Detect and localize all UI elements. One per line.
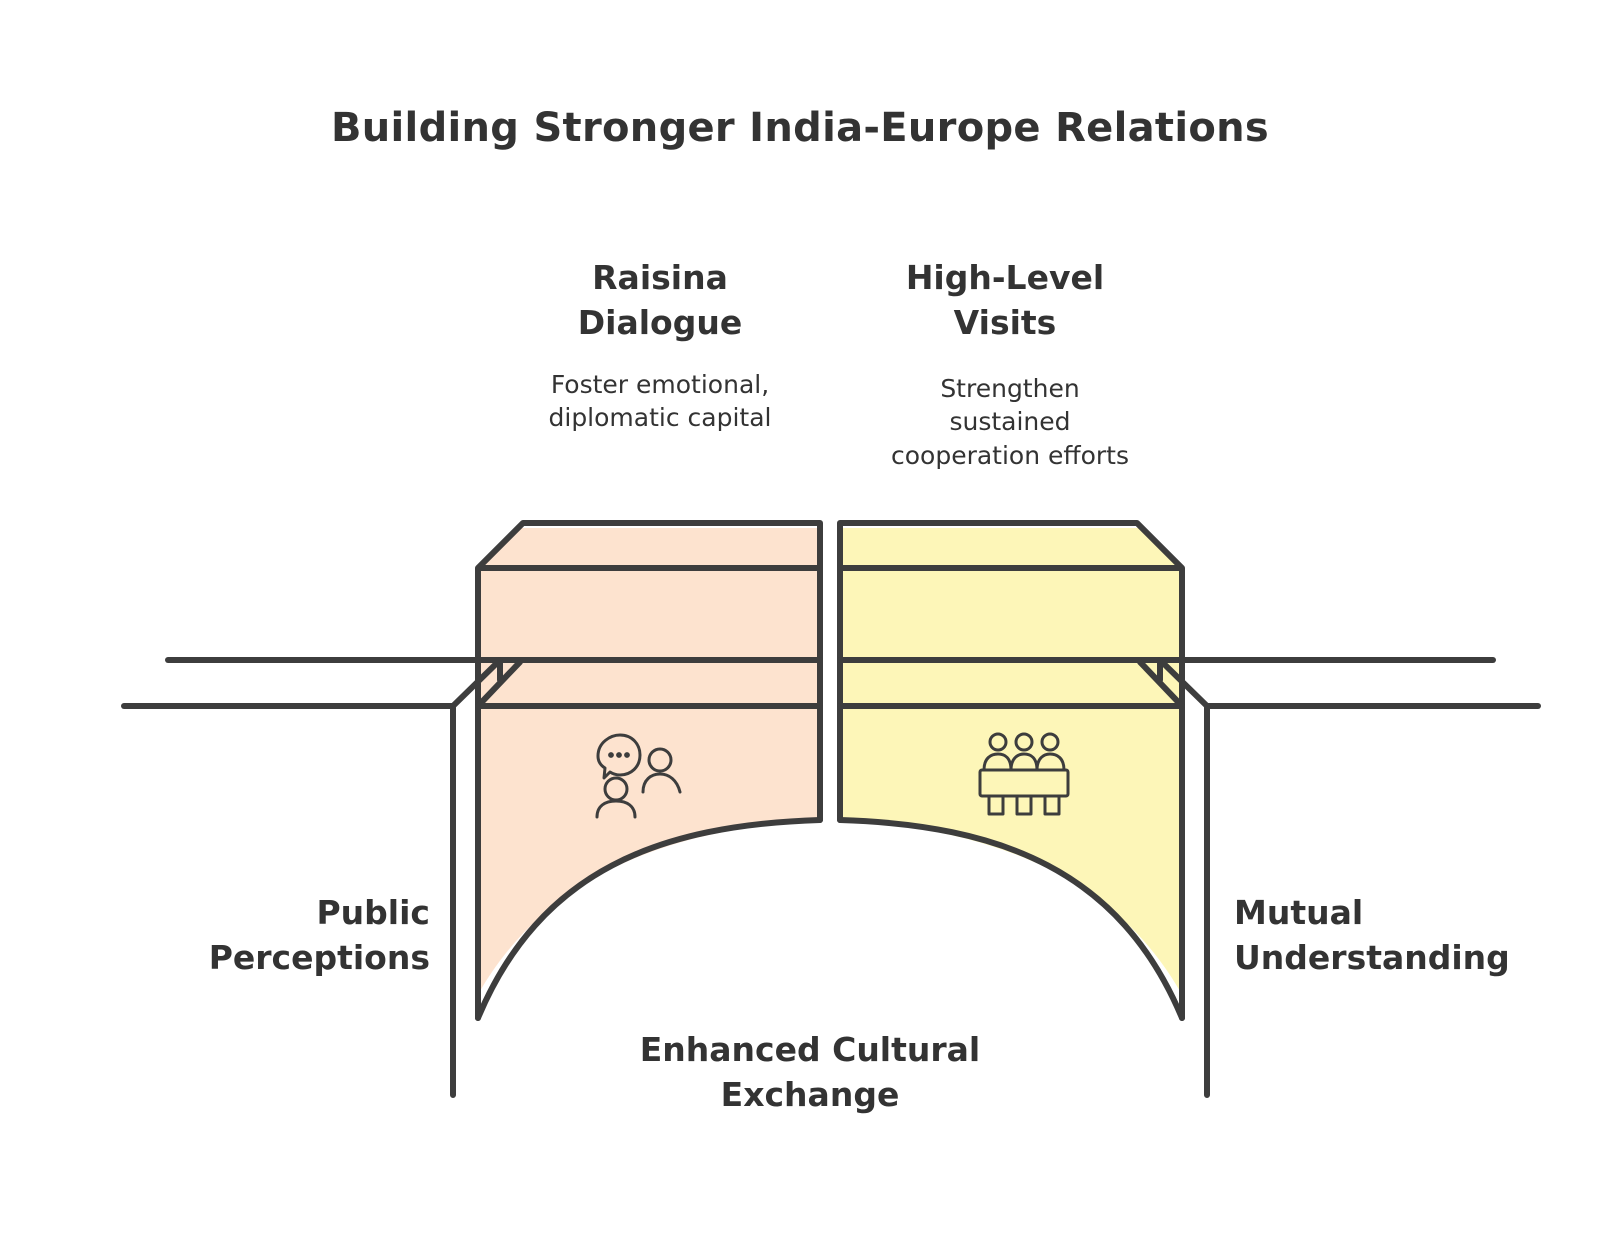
raisina-dialogue-fill (475, 528, 818, 1000)
left-block-inner (475, 657, 823, 709)
high-level-visits-fill (842, 528, 1185, 1000)
public-perceptions-label: Public Perceptions (208, 893, 430, 977)
right-block-inner (837, 657, 1185, 709)
enhanced-cultural-exchange-label: Enhanced Cultural Exchange (639, 1030, 981, 1114)
meeting-table-icon (978, 732, 1070, 816)
raisina-dialogue-description: Foster emotional, diplomatic capital (548, 370, 772, 433)
discussion-people-icon (595, 733, 682, 819)
high-level-visits-description: Strengthen sustained cooperation efforts (890, 374, 1130, 470)
right-block-outline (837, 520, 1185, 1021)
high-level-visits-heading: High-Level Visits (905, 258, 1105, 342)
diagram-title: Building Stronger India-Europe Relations (330, 105, 1269, 151)
mutual-understanding-label: Mutual Understanding (1234, 893, 1510, 977)
left-block-outline (475, 520, 823, 1021)
raisina-dialogue-heading: Raisina Dialogue (577, 258, 743, 342)
bridge-arch (475, 817, 1185, 1021)
